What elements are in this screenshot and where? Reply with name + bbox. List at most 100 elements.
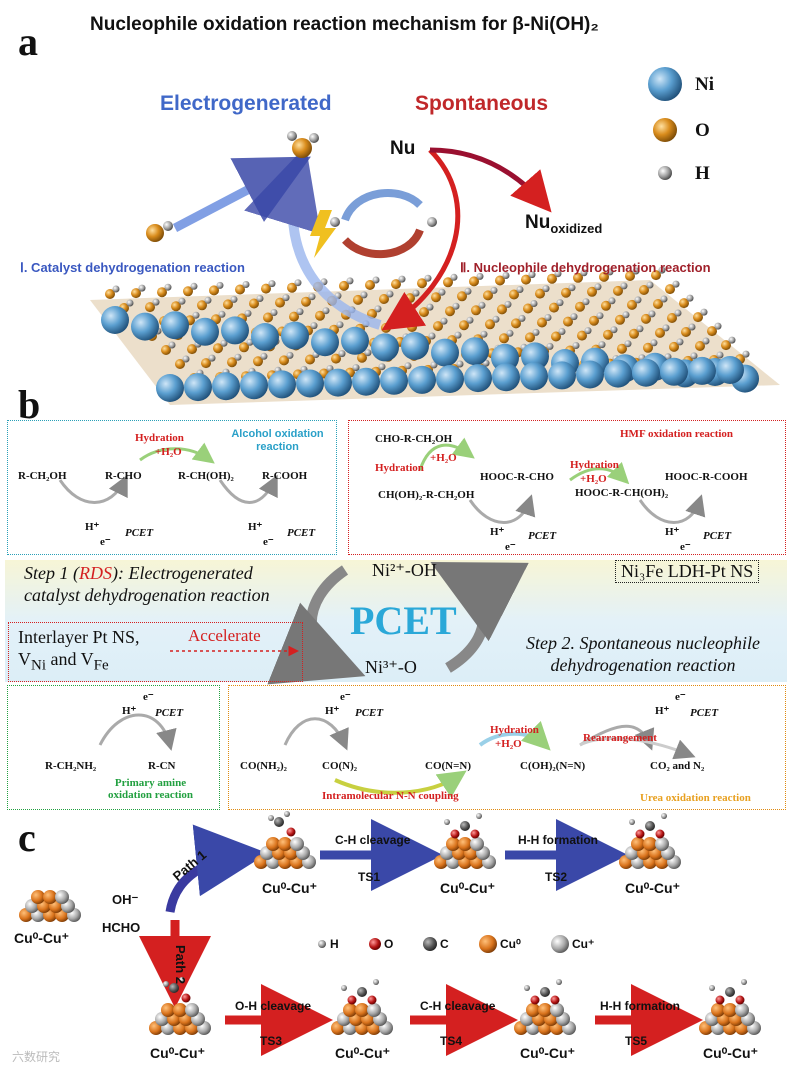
ni-atom: [101, 306, 129, 334]
hmf-oxidation-box: [348, 420, 786, 555]
urea-h2o: +H₂O: [495, 738, 522, 750]
alcohol-oxidation-box: [7, 420, 337, 555]
hmf-hplus-1: H⁺: [490, 526, 505, 538]
alcohol-oxidation-title: Alcohol oxidation reaction: [231, 428, 324, 453]
alcohol-h2o: +H₂O: [155, 446, 182, 458]
ni-atom: [156, 374, 184, 402]
ni-atom: [461, 337, 489, 366]
ni-atom: [341, 326, 369, 355]
ni-atom: [431, 338, 459, 367]
ts1-label: TS1: [358, 870, 381, 884]
nu-oxidized-label: Nuoxidized: [525, 212, 603, 236]
ni-atom: [380, 366, 408, 395]
ni3fe-ldh-label: Ni₃Fe LDH-Pt NS: [615, 560, 760, 583]
legend-ni: Ni: [695, 74, 714, 95]
urea-hydration: Hydration: [490, 724, 539, 736]
cu-label-start: Cu⁰-Cu⁺: [14, 930, 69, 946]
interlayer-box: [8, 622, 303, 682]
alcohol-species-4: R-COOH: [262, 470, 308, 482]
ni-atom: [660, 357, 688, 386]
amine-pcet: PCET: [155, 707, 184, 719]
hh-formation-label-2: H-H formation: [600, 999, 680, 1013]
amine-eminus: e⁻: [143, 691, 154, 703]
cu-label-1: Cu⁰-Cu⁺: [262, 880, 317, 896]
ni-atom: [401, 332, 429, 360]
ts3-label: TS3: [260, 1034, 283, 1048]
alcohol-hplus-2: H⁺: [248, 521, 263, 533]
pcet-cycle-left: [267, 565, 366, 685]
hmf-h2o-2: +H₂O: [580, 473, 607, 485]
ni-atom: [521, 342, 549, 371]
pcet-cycle-right: [430, 561, 529, 673]
cu-cluster: [149, 977, 211, 1035]
ni-atom: [492, 363, 520, 392]
cycle-arrow-top: [341, 189, 423, 222]
hmf-pcet-1: PCET: [528, 530, 557, 542]
alcohol-eminus-2: e⁻: [263, 536, 274, 548]
catalyst-dehydrogenation-label: Ⅰ. Catalyst dehydrogenation reaction: [20, 260, 245, 275]
hmf-oxidation-title: HMF oxidation reaction: [620, 428, 734, 440]
hmf-species-3: HOOC-R-CHO: [480, 471, 554, 483]
path1-arrow: [165, 824, 268, 913]
amine-species-1: R-CH₂NH₂: [45, 760, 97, 772]
panel-label-b: b: [18, 382, 41, 427]
ni-atom: [191, 317, 219, 346]
ni-atom: [632, 358, 660, 387]
legend-o: O: [695, 120, 710, 141]
pcet-center-label: PCET: [350, 598, 457, 643]
ts5-label: TS5: [625, 1034, 648, 1048]
legend-cu0-c: Cu⁰: [500, 937, 521, 951]
hmf-species-5: HOOC-R-COOH: [665, 471, 748, 483]
ni-atom: [161, 311, 189, 340]
lightning-icon: [310, 210, 336, 258]
cu-label-6: Cu⁰-Cu⁺: [520, 1045, 575, 1061]
path2-label: Path 2: [173, 945, 188, 985]
cu-label-3: Cu⁰-Cu⁺: [625, 880, 680, 896]
ni-atom: [352, 367, 380, 396]
legend-c-c: C: [440, 937, 449, 951]
catalyst-dehydrogenation-arrow: [244, 145, 382, 330]
urea-nn-coupling: Intramolecular N-N coupling: [322, 790, 459, 802]
ni-atom: [436, 365, 464, 393]
urea-eminus-1: e⁻: [340, 691, 351, 703]
cu-cluster: [514, 979, 576, 1035]
urea-species-3: CO(N=N): [425, 760, 471, 772]
ni-atom: [604, 359, 632, 388]
urea-species-2: CO(N)₂: [322, 760, 358, 772]
alcohol-hplus-1: H⁺: [85, 521, 100, 533]
interlayer-text: Interlayer Pt NS,VNi and VFe: [18, 627, 140, 674]
hmf-eminus-2: e⁻: [680, 541, 691, 553]
urea-hplus-1: H⁺: [325, 705, 340, 717]
amine-oxidation-box: [7, 685, 220, 810]
ni-oh-slab: [90, 266, 780, 405]
urea-oxidation-box: [228, 685, 786, 810]
ni2-oh-label: Ni²⁺-OH: [372, 560, 437, 580]
hmf-hydration: Hydration: [375, 462, 424, 474]
ni-atom: [716, 356, 744, 384]
accelerate-label: Accelerate: [188, 626, 261, 645]
ni-atom: [688, 356, 716, 385]
oh-label: OH⁻: [112, 892, 139, 907]
cu-label-2: Cu⁰-Cu⁺: [440, 880, 495, 896]
ni-atom: [408, 365, 436, 394]
hmf-pcet-2: PCET: [703, 530, 732, 542]
panel-label-a: a: [18, 19, 38, 64]
ni-atom: [324, 368, 352, 397]
hmf-hplus-2: H⁺: [665, 526, 680, 538]
cu-label-5: Cu⁰-Cu⁺: [335, 1045, 390, 1061]
ni3-o-label: Ni³⁺-O: [365, 657, 417, 677]
ch-cleavage-label-1: C-H cleavage: [335, 833, 411, 847]
ni-atom: [464, 364, 492, 393]
cu-label-7: Cu⁰-Cu⁺: [703, 1045, 758, 1061]
hmf-species-1: CHO-R-CH₂OH: [375, 433, 453, 445]
cycle-arrow-bottom: [342, 228, 424, 259]
oh-cleavage-label: O-H cleavage: [235, 999, 312, 1013]
ni-atom: [221, 316, 249, 345]
panel-a-title: Nucleophile oxidation reaction mechanism…: [90, 14, 599, 35]
legend-h: H: [695, 163, 710, 184]
cu-cluster: [331, 979, 393, 1035]
